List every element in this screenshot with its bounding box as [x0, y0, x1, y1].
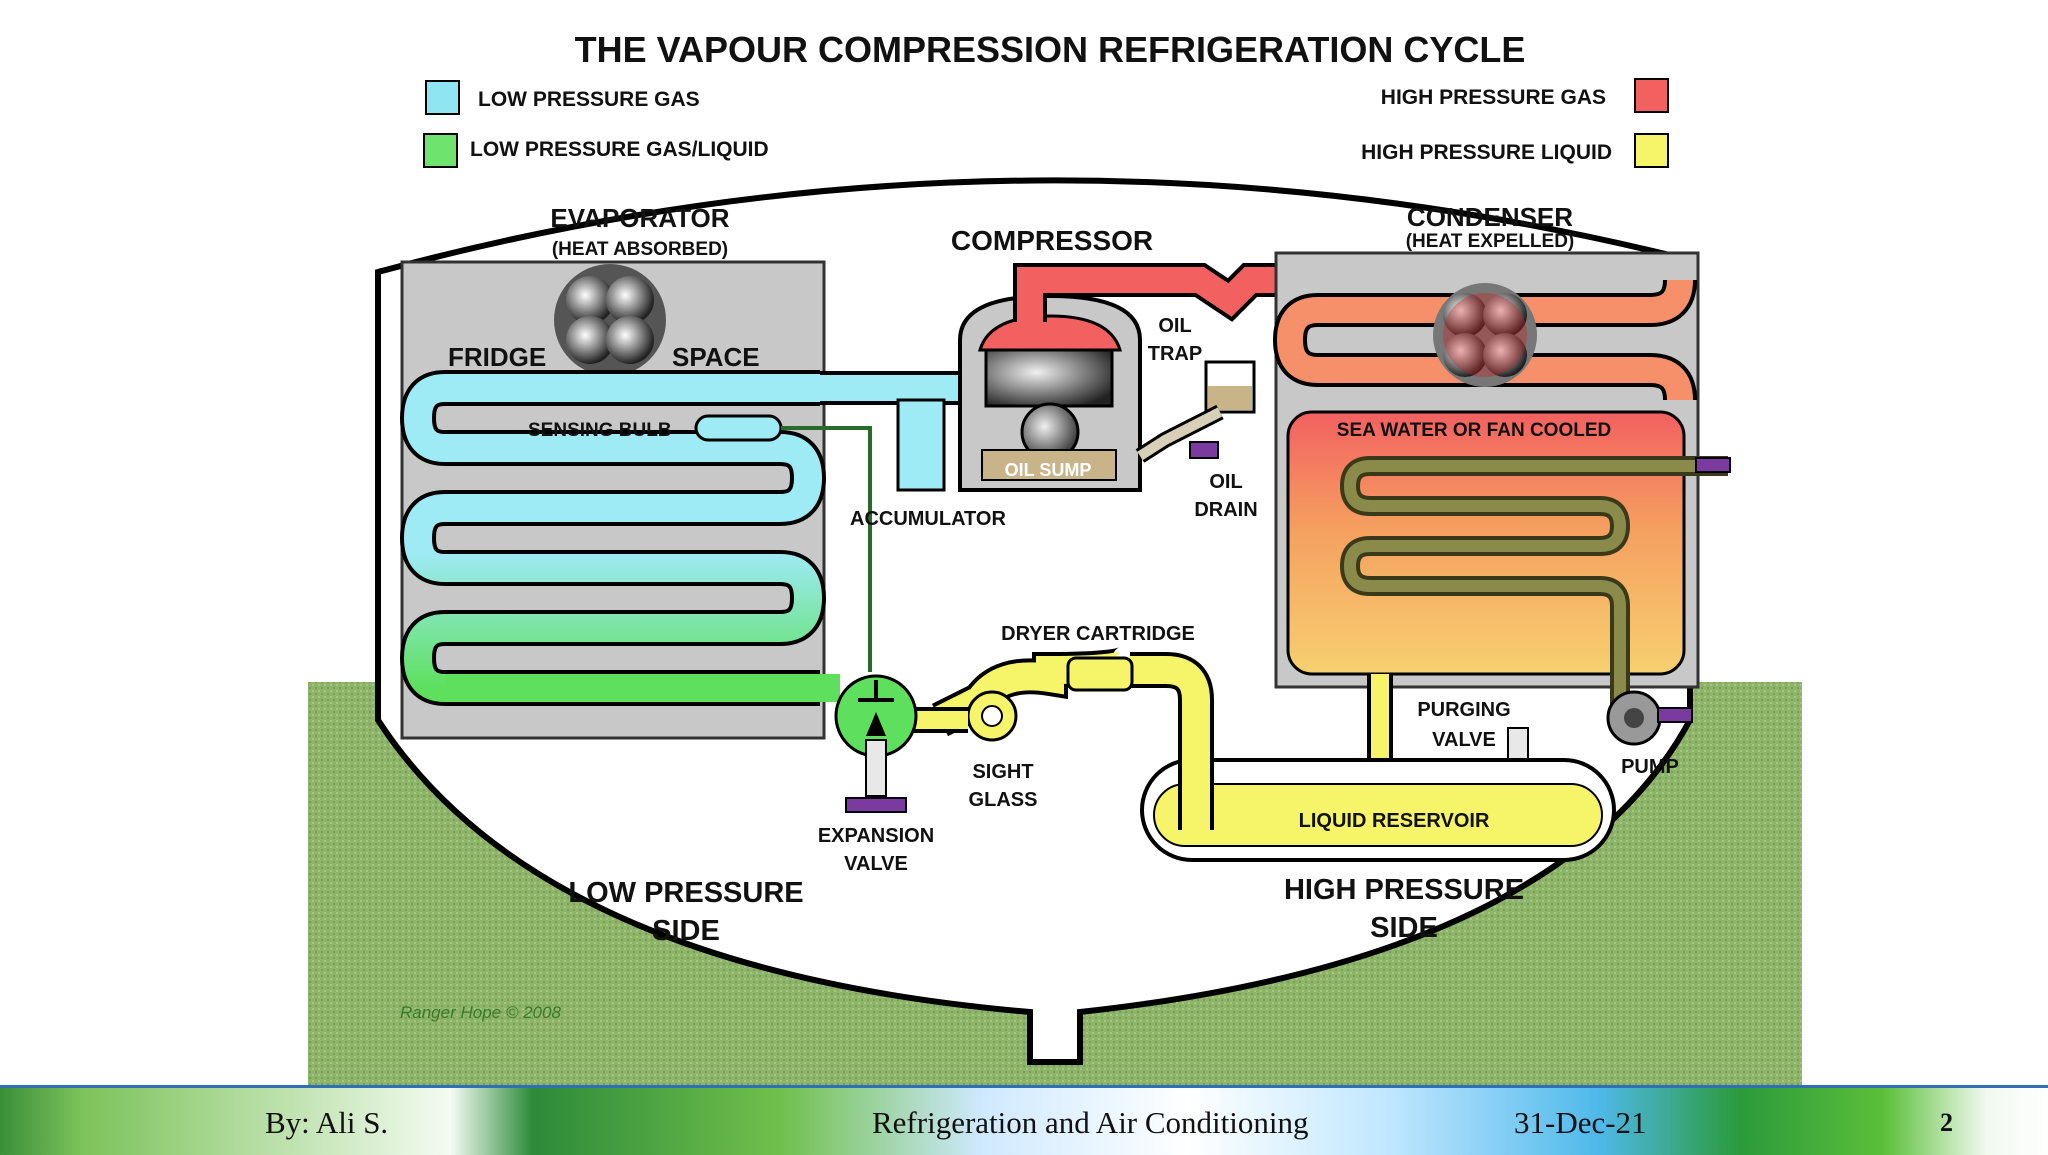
accumulator [896, 398, 946, 492]
condenser-label: CONDENSER [1407, 202, 1573, 232]
pump-icon [1606, 457, 1731, 746]
high-pressure-side-label-2: SIDE [1370, 912, 1438, 944]
pump-label: PUMP [1621, 756, 1679, 778]
oil-sump [981, 449, 1117, 481]
purging-valve-label-1: PURGING [1417, 699, 1510, 721]
sensing-bulb-capillary [781, 426, 872, 672]
compressor: COMPRESSOR OIL SUMP [951, 225, 1153, 492]
liquid-reservoir-label: LIQUID RESERVOIR [1299, 810, 1490, 832]
slide-footer: By: Ali S. Refrigeration and Air Conditi… [0, 1085, 2048, 1155]
heat-absorbed-label: (HEAT ABSORBED) [552, 239, 728, 260]
dryer-cartridge [1066, 656, 1134, 692]
footer-author: By: Ali S. [265, 1105, 389, 1140]
oil-drain-label-2: DRAIN [1194, 499, 1257, 521]
legend-swatch-high-liquid [1634, 133, 1669, 168]
sight-glass-label-2: GLASS [969, 789, 1038, 811]
legend-label-low-gas: LOW PRESSURE GAS [478, 88, 700, 111]
evaporator: EVAPORATOR (HEAT ABSORBED) FRIDGE SPACE … [399, 203, 872, 740]
liquid-reservoir: LIQUID RESERVOIR [1140, 758, 1616, 862]
oil-trap-label-1: OIL [1158, 315, 1191, 337]
diagram-title: THE VAPOUR COMPRESSION REFRIGERATION CYC… [575, 29, 1526, 70]
oil-trap-label-2: TRAP [1148, 343, 1202, 365]
sight-glass-label-1: SIGHT [972, 761, 1033, 783]
legend: LOW PRESSURE GAS LOW PRESSURE GAS/LIQUID… [423, 78, 1669, 168]
evaporator-fan-icon [554, 264, 666, 376]
legend-swatch-low-gas-liquid [423, 133, 458, 168]
condenser: CONDENSER (HEAT EXPELLED) SEA WATER OR F… [1272, 202, 1728, 720]
low-pressure-side-label-2: SIDE [652, 915, 720, 947]
footer-course-title: Refrigeration and Air Conditioning [872, 1105, 1309, 1140]
sensing-bulb-label: SENSING BULB [528, 420, 672, 441]
oil-sump-label: OIL SUMP [1005, 460, 1092, 480]
condenser-fan-icon [1433, 283, 1537, 387]
oil-drain-label-1: OIL [1209, 471, 1242, 493]
legend-label-low-gas-liquid: LOW PRESSURE GAS/LIQUID [470, 138, 769, 161]
compressor-label: COMPRESSOR [951, 225, 1153, 256]
fridge-label: FRIDGE [448, 342, 546, 372]
copyright-credit: Ranger Hope © 2008 [400, 1003, 561, 1022]
high-pressure-side-label-1: HIGH PRESSURE [1284, 874, 1524, 906]
legend-label-high-gas: HIGH PRESSURE GAS [1381, 86, 1606, 109]
expansion-valve-label-2: VALVE [844, 853, 908, 875]
oil-drain-valve [1189, 441, 1219, 459]
expansion-valve [834, 674, 918, 813]
low-pressure-side-label-1: LOW PRESSURE [568, 877, 803, 909]
heat-expelled-label: (HEAT EXPELLED) [1406, 231, 1575, 252]
sea-water-label: SEA WATER OR FAN COOLED [1337, 420, 1611, 441]
compressor-motor [984, 348, 1114, 408]
purging-valve [1507, 727, 1529, 761]
footer-page-number: 2 [1940, 1108, 1953, 1137]
space-label: SPACE [672, 342, 760, 372]
legend-label-high-liquid: HIGH PRESSURE LIQUID [1361, 141, 1612, 164]
evaporator-label: EVAPORATOR [550, 203, 729, 233]
accumulator-label: ACCUMULATOR [850, 508, 1006, 530]
legend-swatch-low-gas [425, 80, 460, 115]
dryer-cartridge-label: DRYER CARTRIDGE [1001, 623, 1195, 645]
expansion-valve-label-1: EXPANSION [818, 825, 934, 847]
legend-swatch-high-gas [1634, 78, 1669, 113]
purging-valve-label-2: VALVE [1432, 729, 1496, 751]
sensing-bulb [694, 414, 783, 442]
footer-date: 31-Dec-21 [1514, 1105, 1647, 1140]
